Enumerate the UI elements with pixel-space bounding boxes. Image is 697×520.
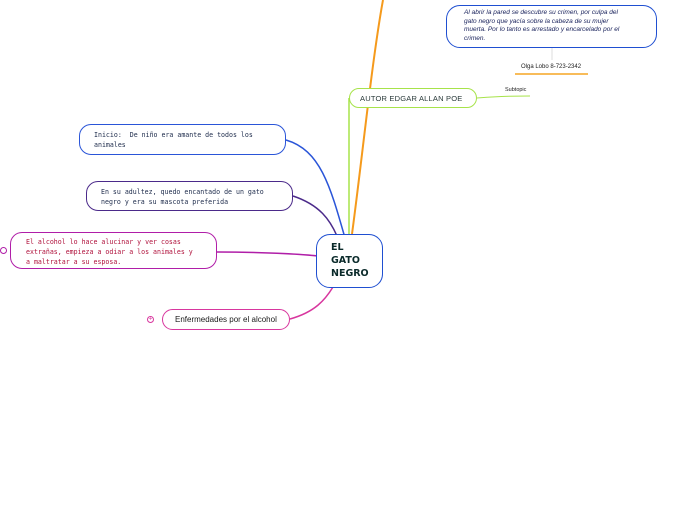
expand-enfermedades-toggle[interactable]: +	[147, 316, 154, 323]
subtopic-olga-lobo[interactable]: Olga Lobo 8-723-2342	[521, 64, 582, 70]
connector-up	[351, 0, 384, 235]
topic-alcohol[interactable]: El alcohol lo hace alucinar y ver cosas …	[10, 232, 217, 269]
subtopic-placeholder[interactable]: Subtopic	[505, 87, 527, 93]
central-line-2: GATO	[331, 255, 360, 266]
topic-inicio-line-2: animales	[94, 141, 126, 149]
connector-enfermedades	[289, 286, 334, 320]
central-line-1: EL	[331, 242, 344, 253]
connector-inicio	[285, 139, 346, 239]
topic-pared-line-2: gato negro que yacía sobre la cabeza de …	[464, 17, 609, 25]
topic-autor[interactable]: AUTOR EDGAR ALLAN POE	[349, 88, 477, 108]
connector-alcohol	[216, 251, 319, 257]
central-line-3: NEGRO	[331, 268, 369, 279]
collapse-alcohol-toggle[interactable]	[0, 247, 7, 254]
topic-pared-line-1: Al abrir la pared se descubre su crimen,…	[464, 9, 618, 16]
topic-adultez[interactable]: En su adultez, quedo encantado de un gat…	[86, 181, 293, 211]
central-topic-el-gato-negro[interactable]: EL GATO NEGRO	[316, 234, 383, 288]
topic-alcohol-line-2: extrañas, empieza a odiar a los animales…	[26, 248, 193, 256]
topic-alcohol-line-1: El alcohol lo hace alucinar y ver cosas	[26, 238, 181, 246]
topic-enfermedades-label: Enfermedades por el alcohol	[175, 315, 277, 324]
topic-pared[interactable]: Al abrir la pared se descubre su crimen,…	[446, 5, 657, 48]
topic-inicio[interactable]: Inicio: De niño era amante de todos los …	[79, 124, 286, 155]
topic-inicio-line-1: Inicio: De niño era amante de todos los	[94, 131, 253, 139]
topic-pared-line-3: muerta. Por lo tanto es arrestado y enca…	[464, 26, 620, 34]
topic-alcohol-line-3: a maltratar a su esposa.	[26, 258, 122, 266]
topic-autor-label: AUTOR EDGAR ALLAN POE	[360, 94, 463, 103]
topic-pared-line-4: crimen.	[464, 34, 486, 42]
connector-subtopic	[476, 95, 531, 99]
connector-adultez	[292, 195, 338, 237]
topic-adultez-line-1: En su adultez, quedo encantado de un gat…	[101, 188, 264, 196]
topic-adultez-line-2: negro y era su mascota preferida	[101, 198, 229, 206]
topic-enfermedades[interactable]: Enfermedades por el alcohol	[162, 309, 290, 330]
